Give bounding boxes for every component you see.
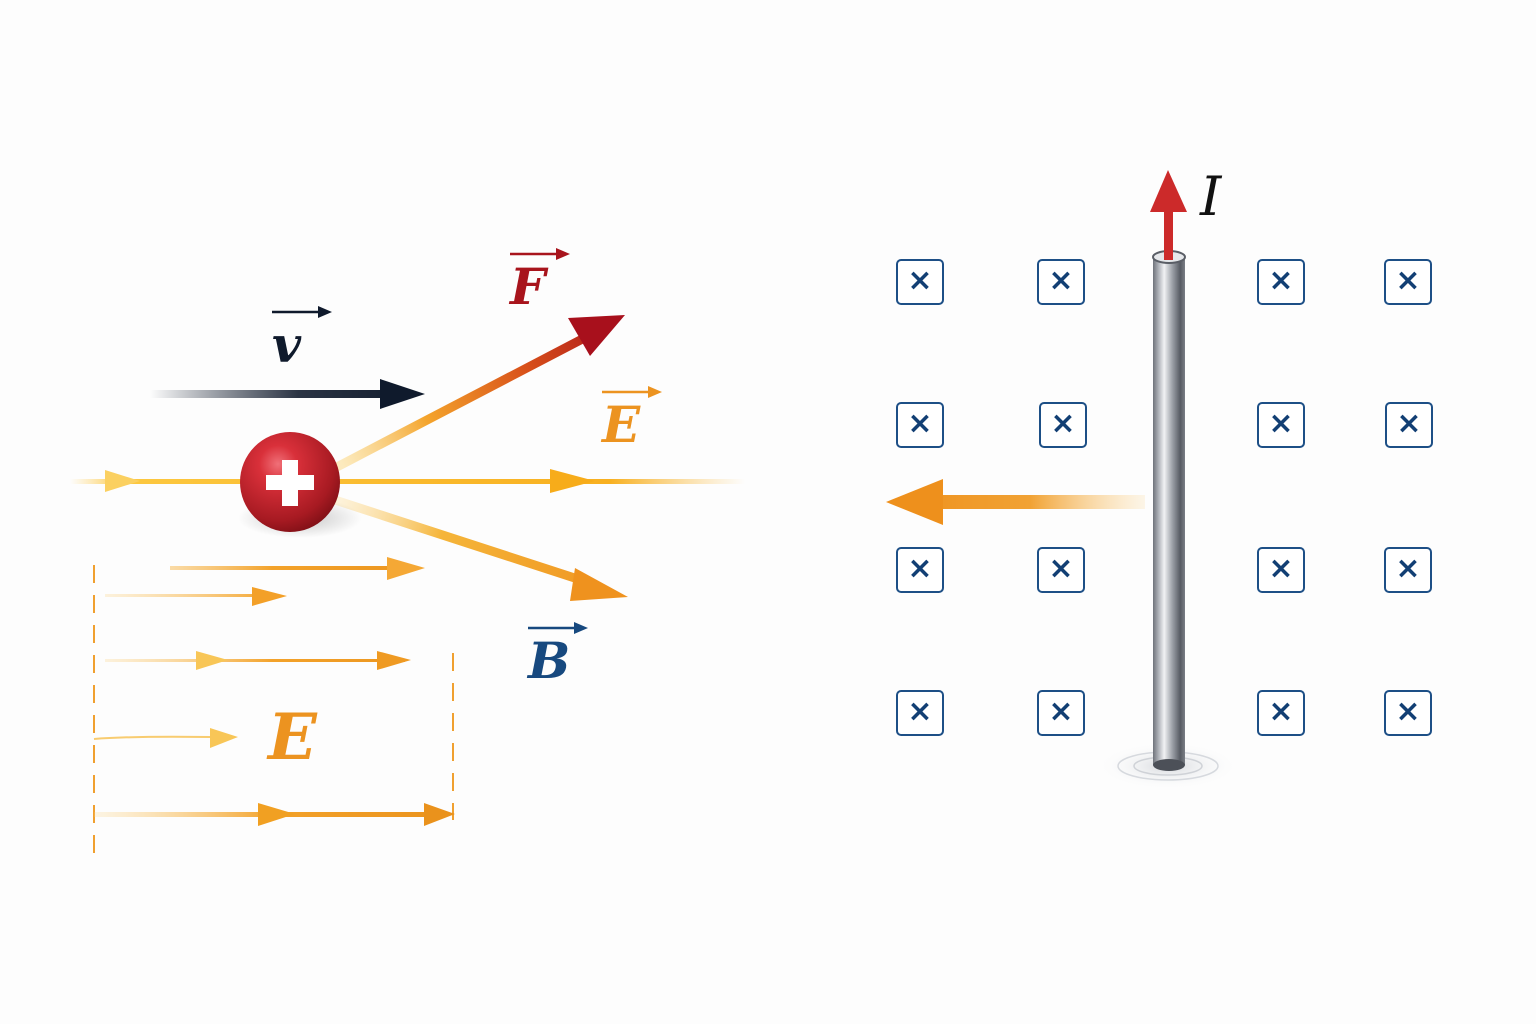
vector-arrow-icon xyxy=(510,248,570,260)
field-line-main xyxy=(70,469,745,493)
field-into-page-icon: × xyxy=(896,259,944,305)
field-into-page-icon: × xyxy=(1384,690,1432,736)
field-region-arrows xyxy=(93,557,455,826)
field-into-page-icon: × xyxy=(1037,690,1085,736)
field-into-page-icon: × xyxy=(1385,402,1433,448)
field-region-label: E xyxy=(268,700,317,775)
positive-charge[interactable] xyxy=(240,432,340,532)
field-into-page-icon: × xyxy=(1257,547,1305,593)
vector-arrow-icon xyxy=(272,306,332,318)
field-into-page-icon: × xyxy=(1037,259,1085,305)
field-into-page-icon: × xyxy=(1257,690,1305,736)
force-label: F xyxy=(510,248,570,312)
field-into-page-icon: × xyxy=(896,402,944,448)
field-into-page-icon: × xyxy=(896,690,944,736)
magnetic-field-arrow xyxy=(330,495,628,601)
left-panel xyxy=(70,315,745,855)
vector-arrow-icon xyxy=(528,622,588,634)
force-arrow xyxy=(330,315,625,473)
current-label: I xyxy=(1200,165,1222,228)
right-panel xyxy=(886,170,1240,790)
current-wire[interactable] xyxy=(1152,250,1186,771)
field-into-page-icon: × xyxy=(1384,547,1432,593)
current-arrow xyxy=(1150,170,1187,260)
velocity-label: v xyxy=(272,306,332,370)
magnetic-field-label: B xyxy=(528,622,588,686)
field-vector-label: E xyxy=(602,386,662,450)
field-into-page-icon: × xyxy=(896,547,944,593)
field-into-page-icon: × xyxy=(1039,402,1087,448)
vector-arrow-icon xyxy=(602,386,662,398)
field-into-page-icon: × xyxy=(1384,259,1432,305)
field-into-page-icon: × xyxy=(1257,402,1305,448)
velocity-arrow xyxy=(150,379,425,409)
wire-force-arrow xyxy=(886,479,1145,525)
field-into-page-icon: × xyxy=(1037,547,1085,593)
field-into-page-icon: × xyxy=(1257,259,1305,305)
